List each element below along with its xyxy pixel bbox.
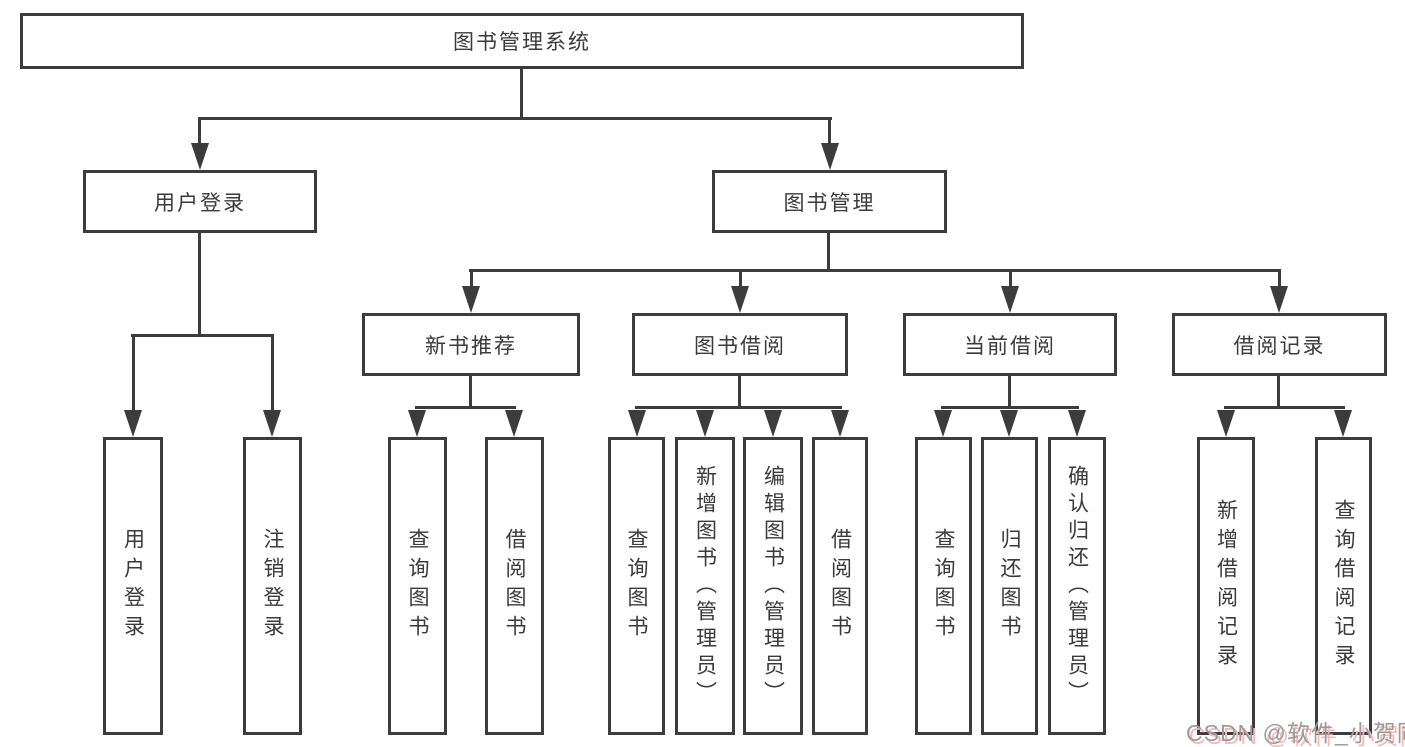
- leaf-borrow-books-recommend: 借阅图书: [485, 437, 544, 735]
- arrow-down-icon: [263, 410, 281, 437]
- arrow-down-icon: [696, 410, 714, 437]
- leaf-confirm-return-admin: 确认归还（管理员）: [1048, 437, 1106, 735]
- node-current-borrow: 当前借阅: [903, 313, 1117, 376]
- leaf-label: 查询借阅记录: [1332, 499, 1355, 673]
- connector-user-login-stem: [271, 334, 274, 414]
- leaf-label: 用户登录: [121, 528, 145, 644]
- leaf-label: 注销登录: [261, 528, 284, 644]
- arrow-down-icon: [1001, 286, 1019, 313]
- connector-current-borrow-hline: [941, 406, 1079, 409]
- connector-book-mgmt-stem: [1278, 269, 1281, 291]
- connector-book-mgmt-stem: [1009, 269, 1012, 291]
- leaf-query-books-recommend: 查询图书: [388, 437, 447, 735]
- connector-root-vline: [520, 69, 523, 120]
- leaf-return-book: 归还图书: [981, 437, 1038, 735]
- arrow-down-icon: [1217, 410, 1235, 437]
- arrow-down-icon: [505, 410, 523, 437]
- leaf-label: 编辑图书（管理员）: [761, 464, 785, 708]
- connector-book-mgmt-stem: [470, 269, 473, 291]
- leaf-add-borrow-record: 新增借阅记录: [1197, 437, 1255, 735]
- csdn-watermark: CSDN @软件_小贺同学: [1186, 720, 1405, 746]
- connector-user-login-vline: [198, 233, 201, 337]
- arrow-down-icon: [764, 410, 782, 437]
- connector-user-login-stem: [132, 334, 135, 414]
- arrow-down-icon: [191, 143, 209, 170]
- arrow-down-icon: [1000, 410, 1018, 437]
- arrow-down-icon: [934, 410, 952, 437]
- leaf-label: 查询图书: [406, 528, 429, 644]
- connector-root-stem-right: [828, 117, 831, 147]
- leaf-label: 新增图书（管理员）: [693, 464, 717, 708]
- leaf-edit-book-admin: 编辑图书（管理员）: [743, 437, 803, 735]
- node-book-borrow: 图书借阅: [632, 313, 848, 376]
- connector-root-hline: [198, 117, 832, 120]
- arrow-down-icon: [821, 143, 839, 170]
- leaf-logout: 注销登录: [243, 437, 302, 735]
- leaf-label: 归还图书: [998, 528, 1021, 644]
- arrow-down-icon: [1334, 410, 1352, 437]
- leaf-query-books-borrow: 查询图书: [608, 437, 665, 735]
- arrow-down-icon: [628, 410, 646, 437]
- arrow-down-icon: [124, 410, 142, 437]
- node-book-management: 图书管理: [712, 170, 947, 233]
- arrow-down-icon: [1068, 410, 1086, 437]
- arrow-down-icon: [462, 286, 480, 313]
- leaf-add-book-admin: 新增图书（管理员）: [675, 437, 735, 735]
- connector-book-borrow-vline: [738, 376, 741, 409]
- connector-book-mgmt-hline: [469, 269, 1281, 272]
- leaf-query-borrow-record: 查询借阅记录: [1315, 437, 1372, 735]
- leaf-query-books-current: 查询图书: [915, 437, 972, 735]
- leaf-label: 查询图书: [625, 528, 648, 644]
- node-borrow-record: 借阅记录: [1172, 313, 1387, 376]
- connector-current-borrow-vline: [1008, 376, 1011, 409]
- leaf-label: 查询图书: [932, 528, 955, 644]
- arrow-down-icon: [408, 410, 426, 437]
- connector-book-mgmt-vline: [827, 233, 830, 272]
- node-user-login: 用户登录: [83, 170, 317, 233]
- connector-root-stem-left: [198, 117, 201, 147]
- arrow-down-icon: [1270, 286, 1288, 313]
- leaf-label: 借阅图书: [503, 528, 526, 644]
- leaf-user-login: 用户登录: [103, 437, 163, 735]
- arrow-down-icon: [831, 410, 849, 437]
- connector-borrow-record-hline: [1224, 406, 1345, 409]
- connector-book-borrow-hline: [635, 406, 842, 409]
- connector-book-mgmt-stem: [739, 269, 742, 291]
- arrow-down-icon: [731, 286, 749, 313]
- node-library-system: 图书管理系统: [20, 13, 1024, 69]
- connector-user-login-hline: [131, 334, 274, 337]
- leaf-label: 确认归还（管理员）: [1065, 464, 1089, 708]
- connector-borrow-record-vline: [1277, 376, 1280, 409]
- connector-new-book-vline: [469, 376, 472, 409]
- leaf-borrow-books: 借阅图书: [812, 437, 868, 735]
- node-new-book-recommend: 新书推荐: [362, 313, 580, 376]
- connector-new-book-hline: [415, 406, 516, 409]
- leaf-label: 借阅图书: [828, 528, 852, 644]
- leaf-label: 新增借阅记录: [1214, 499, 1238, 673]
